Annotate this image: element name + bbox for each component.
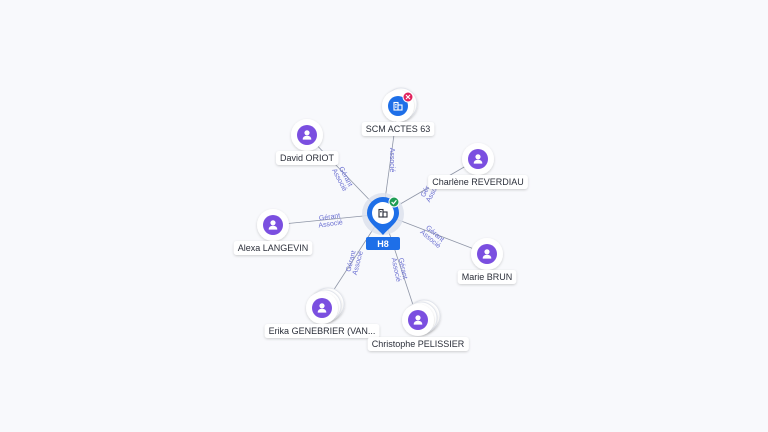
node-label-text: Alexa LANGEVIN — [238, 243, 309, 253]
node-label-scm: SCM ACTES 63 — [361, 122, 435, 136]
edge-label-scm: Associé — [388, 148, 395, 173]
edge-label-genebrier: GérantAssocié — [345, 249, 365, 276]
node-reverdiau[interactable]: Charlène REVERDIAU — [428, 143, 528, 189]
node-genebrier[interactable]: Erika GENEBRIER (VAN... — [264, 287, 380, 338]
node-pelissier[interactable]: Christophe PELISSIER — [367, 299, 469, 351]
node-label-langevin: Alexa LANGEVIN — [233, 241, 313, 255]
node-label-reverdiau: Charlène REVERDIAU — [428, 175, 528, 189]
user-icon — [302, 130, 312, 140]
node-oriot[interactable]: David ORIOT — [275, 119, 339, 165]
node-label-text: David ORIOT — [280, 153, 335, 163]
user-icon — [413, 315, 423, 325]
edge-label-oriot: GérantAssocié — [330, 164, 354, 192]
building-icon — [378, 208, 388, 218]
node-label-text: Charlène REVERDIAU — [432, 177, 524, 187]
center-label: H8 — [366, 237, 400, 250]
node-label-text: Erika GENEBRIER (VAN... — [269, 326, 376, 336]
building-icon — [393, 101, 403, 111]
center-layer: H8 — [362, 193, 404, 250]
center-node[interactable]: H8 — [362, 193, 404, 250]
nodes-layer: SCM ACTES 63 David ORIOT Charlène REVERDIA… — [233, 87, 528, 351]
close-icon — [402, 91, 414, 103]
center-label-text: H8 — [377, 239, 389, 249]
node-label-genebrier: Erika GENEBRIER (VAN... — [264, 324, 380, 338]
node-label-oriot: David ORIOT — [275, 151, 339, 165]
check-icon — [388, 196, 400, 208]
edge-label-pelissier: GérantAssocié — [390, 256, 409, 283]
node-label-brun: Marie BRUN — [457, 270, 517, 284]
user-icon — [317, 303, 327, 313]
user-icon — [473, 154, 483, 164]
node-langevin[interactable]: Alexa LANGEVIN — [233, 209, 313, 255]
node-label-text: Marie BRUN — [462, 272, 513, 282]
node-label-text: Christophe PELISSIER — [372, 339, 465, 349]
node-label-text: SCM ACTES 63 — [366, 124, 431, 134]
node-label-pelissier: Christophe PELISSIER — [367, 337, 469, 351]
edge-label-brun: GérantAssocié — [418, 224, 446, 251]
user-icon — [268, 220, 278, 230]
edge-label-langevin: GérantAssocié — [317, 212, 343, 229]
node-scm[interactable]: SCM ACTES 63 — [361, 87, 435, 136]
user-icon — [482, 249, 492, 259]
node-brun[interactable]: Marie BRUN — [457, 238, 517, 284]
